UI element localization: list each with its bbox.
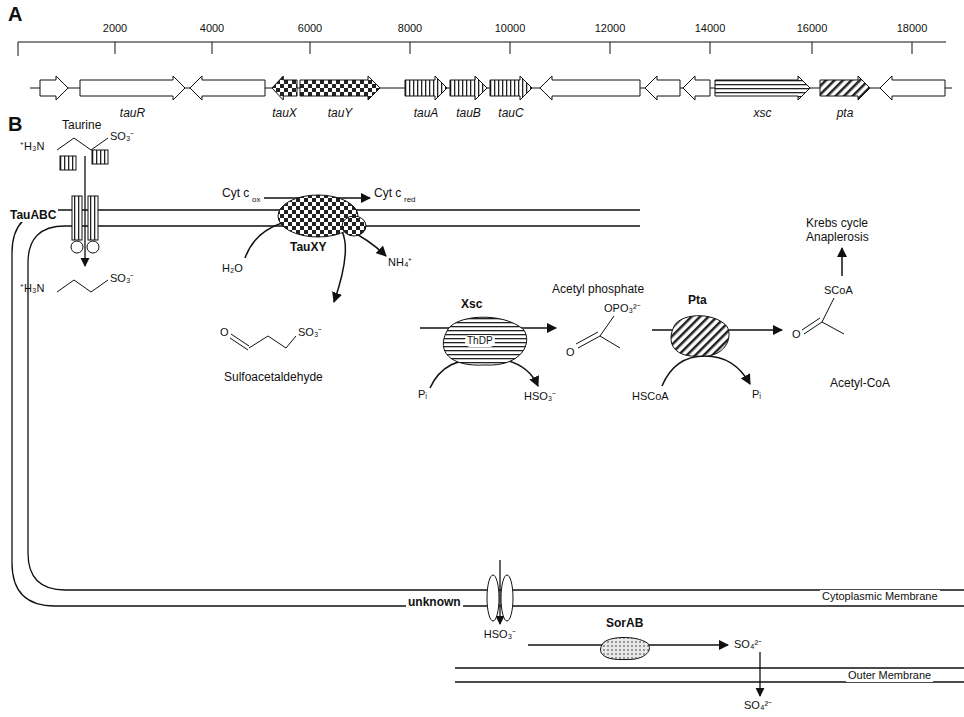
chemical-group: SO₃⁻ [110, 272, 134, 285]
gene-arrow: tauX [272, 76, 297, 100]
chemical-formula: HSO₃⁻ [484, 628, 516, 641]
scale-number: 4000 [200, 22, 224, 35]
cofactor-label: Cyt c [222, 186, 249, 200]
compound-name: Acetyl phosphate [552, 282, 644, 296]
shape-outline [80, 76, 185, 100]
gene-arrow: pta [820, 76, 870, 100]
subscript: ox [252, 195, 260, 205]
shape-outline [715, 76, 810, 100]
protein-shape: XscThDP [439, 314, 531, 366]
panel-letter: A [8, 2, 22, 26]
enzyme-name: SorAB [606, 616, 643, 630]
enzyme-name: TauXY [290, 240, 326, 254]
chemical-group: SO₃⁻ [110, 130, 134, 143]
chemical-group: O [792, 328, 801, 341]
chemical-formula: HSO₃⁻ [524, 390, 556, 403]
shape-outline [276, 194, 368, 240]
membrane-label: Outer Membrane [846, 669, 933, 682]
shape-outline [598, 636, 652, 660]
gene-arrow: tauA [405, 76, 447, 100]
chemical-formula: SO₄²⁻ [744, 699, 772, 712]
gene-name: tauR [120, 106, 145, 120]
gene-arrow: tauB [450, 76, 487, 100]
chemical-formula: SO₄²⁻ [734, 638, 762, 651]
chemical-group: SO₃⁻ [298, 326, 322, 339]
transporter-name: unknown [406, 595, 463, 609]
shape-outline [300, 76, 380, 100]
scale-number: 8000 [398, 22, 422, 35]
gene-arrow: xsc [715, 76, 810, 100]
compound-name: Sulfoacetaldehyde [224, 370, 323, 384]
scale-number: 16000 [797, 22, 828, 35]
chemical-formula: HSCoA [632, 390, 669, 403]
scale-number: 10000 [495, 22, 526, 35]
scale-number: 18000 [897, 22, 928, 35]
panel-letter: B [8, 112, 22, 136]
scale-number: 6000 [298, 22, 322, 35]
shape-outline [668, 313, 732, 357]
cofactor-label: Cyt c [374, 186, 401, 200]
gene-name: tauX [272, 106, 297, 120]
gene-name: tauC [498, 106, 523, 120]
protein-shape: TauABC [70, 196, 100, 254]
chemical-formula: Pᵢ [752, 388, 761, 401]
chemical-group: ⁺H₃N [20, 140, 44, 153]
protein-shape: TauXY [276, 194, 368, 240]
chemical-formula: H₂O [222, 262, 243, 275]
shape-outline [70, 196, 100, 254]
compound-name: Acetyl-CoA [830, 376, 890, 390]
scale-number: 2000 [103, 22, 127, 35]
gene-arrow: tauY [300, 76, 380, 100]
protein-shape: Pta [668, 313, 732, 357]
chemical-formula: Pᵢ [418, 388, 427, 401]
gene-name: tauB [456, 106, 481, 120]
scale-number: 14000 [695, 22, 726, 35]
shape-outline [486, 574, 514, 622]
chemical-group: O [566, 346, 575, 359]
enzyme-name: Pta [688, 293, 707, 307]
gene-arrow: tauC [490, 76, 532, 100]
scale-number: 12000 [595, 22, 626, 35]
gene-name: tauY [328, 106, 353, 120]
chemical-group: ⁺H₃N [20, 282, 44, 295]
gene-name: pta [837, 106, 854, 120]
enzyme-name: Xsc [461, 297, 482, 311]
gene-name: xsc [754, 106, 772, 120]
gene-name: tauA [414, 106, 439, 120]
chemical-group: O [220, 326, 229, 339]
compound-name: Taurine [62, 118, 101, 132]
shape-outline [272, 76, 297, 100]
shape-outline [490, 76, 532, 100]
chemical-group: SCoA [824, 284, 853, 297]
shape-outline [820, 76, 870, 100]
protein-shape: SorAB [598, 636, 652, 660]
pathway-label: Krebs cycle [806, 216, 868, 230]
enzyme-name: TauABC [8, 208, 58, 222]
shape-outline [405, 76, 447, 100]
protein-shape: unknown [486, 574, 514, 622]
membrane-label: Cytoplasmic Membrane [820, 590, 940, 603]
pathway-label: Anaplerosis [806, 230, 869, 244]
gene-arrow: tauR [80, 76, 185, 100]
cofactor-label: ThDP [465, 335, 495, 347]
chemical-group: OPO₃²⁻ [604, 302, 641, 315]
subscript: red [404, 195, 416, 205]
chemical-formula: NH₄⁺ [388, 256, 412, 269]
shape-outline [450, 76, 487, 100]
